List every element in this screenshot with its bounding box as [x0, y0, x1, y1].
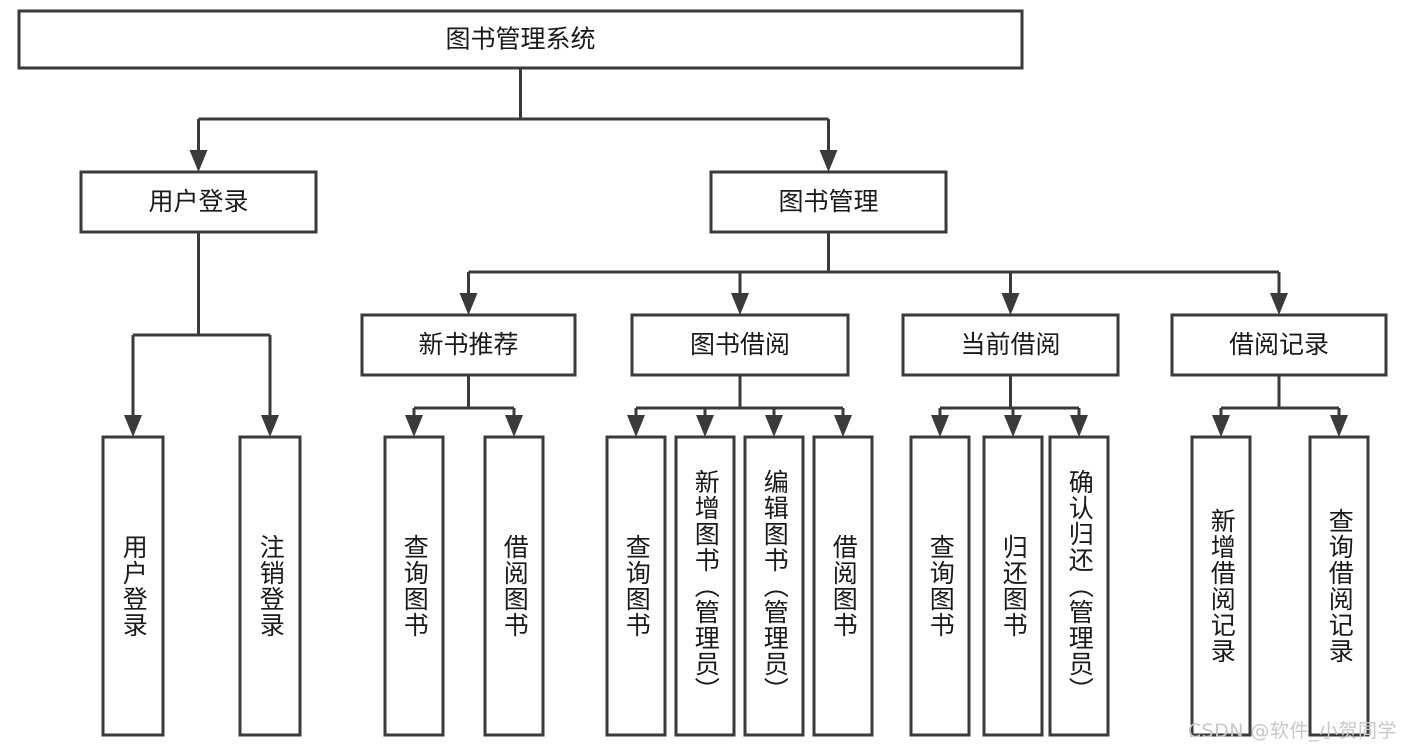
- level2-node-label-1: 图书管理: [778, 187, 878, 216]
- level3-node-box-3[interactable]: [1170, 313, 1388, 377]
- level2-node-box-0[interactable]: [79, 170, 318, 234]
- leaf-node-box-11[interactable]: [1190, 435, 1252, 737]
- leaf-node-box-2[interactable]: [383, 435, 445, 737]
- arrow-head-icon: [1001, 293, 1020, 315]
- leaf-node-box-10[interactable]: [1048, 435, 1110, 737]
- leaf-node-box-3[interactable]: [483, 435, 545, 737]
- arrow-head-icon: [1070, 415, 1088, 437]
- leaf-node-box-6[interactable]: [743, 435, 805, 737]
- arrow-head-icon: [459, 293, 478, 315]
- leaf-node-box-1[interactable]: [238, 435, 302, 737]
- arrow-head-icon: [1270, 293, 1288, 315]
- level2-node-box-1[interactable]: [709, 170, 948, 234]
- leaf-node-box-0[interactable]: [101, 435, 165, 737]
- level3-node-box-0[interactable]: [360, 313, 577, 377]
- leaf-node-box-9[interactable]: [982, 435, 1044, 737]
- leaf-node-box-5[interactable]: [674, 435, 736, 737]
- arrow-head-icon: [1004, 415, 1022, 437]
- arrow-head-icon: [627, 415, 645, 437]
- leaf-node-box-4[interactable]: [605, 435, 667, 737]
- level3-node-label-2: 当前借阅: [960, 330, 1060, 359]
- arrow-head-icon: [731, 293, 749, 315]
- level2-node-label-0: 用户登录: [148, 187, 248, 216]
- level3-node-box-1[interactable]: [630, 313, 850, 377]
- leaf-node-box-12[interactable]: [1308, 435, 1370, 737]
- level3-node-label-1: 图书借阅: [690, 330, 790, 359]
- arrow-head-icon: [505, 415, 523, 437]
- arrow-head-icon: [931, 415, 949, 437]
- arrow-head-icon: [261, 415, 279, 437]
- leaf-node-box-8[interactable]: [909, 435, 971, 737]
- arrow-head-icon: [696, 415, 714, 437]
- connectors-layer: [124, 68, 1348, 437]
- root-node-box[interactable]: [17, 9, 1024, 70]
- arrow-head-icon: [405, 415, 423, 437]
- arrow-head-icon: [124, 415, 142, 437]
- level3-node-label-3: 借阅记录: [1229, 330, 1329, 359]
- boxes-layer: [17, 9, 1388, 737]
- root-node-label: 图书管理系统: [445, 25, 595, 54]
- arrow-head-icon: [834, 415, 852, 437]
- arrow-head-icon: [1212, 415, 1230, 437]
- arrow-head-icon: [765, 415, 783, 437]
- arrow-head-icon: [189, 150, 208, 172]
- arrow-head-icon: [819, 150, 838, 172]
- level3-node-box-2[interactable]: [901, 313, 1120, 377]
- level3-node-label-0: 新书推荐: [418, 330, 518, 359]
- leaf-node-box-7[interactable]: [812, 435, 874, 737]
- arrow-head-icon: [1330, 415, 1348, 437]
